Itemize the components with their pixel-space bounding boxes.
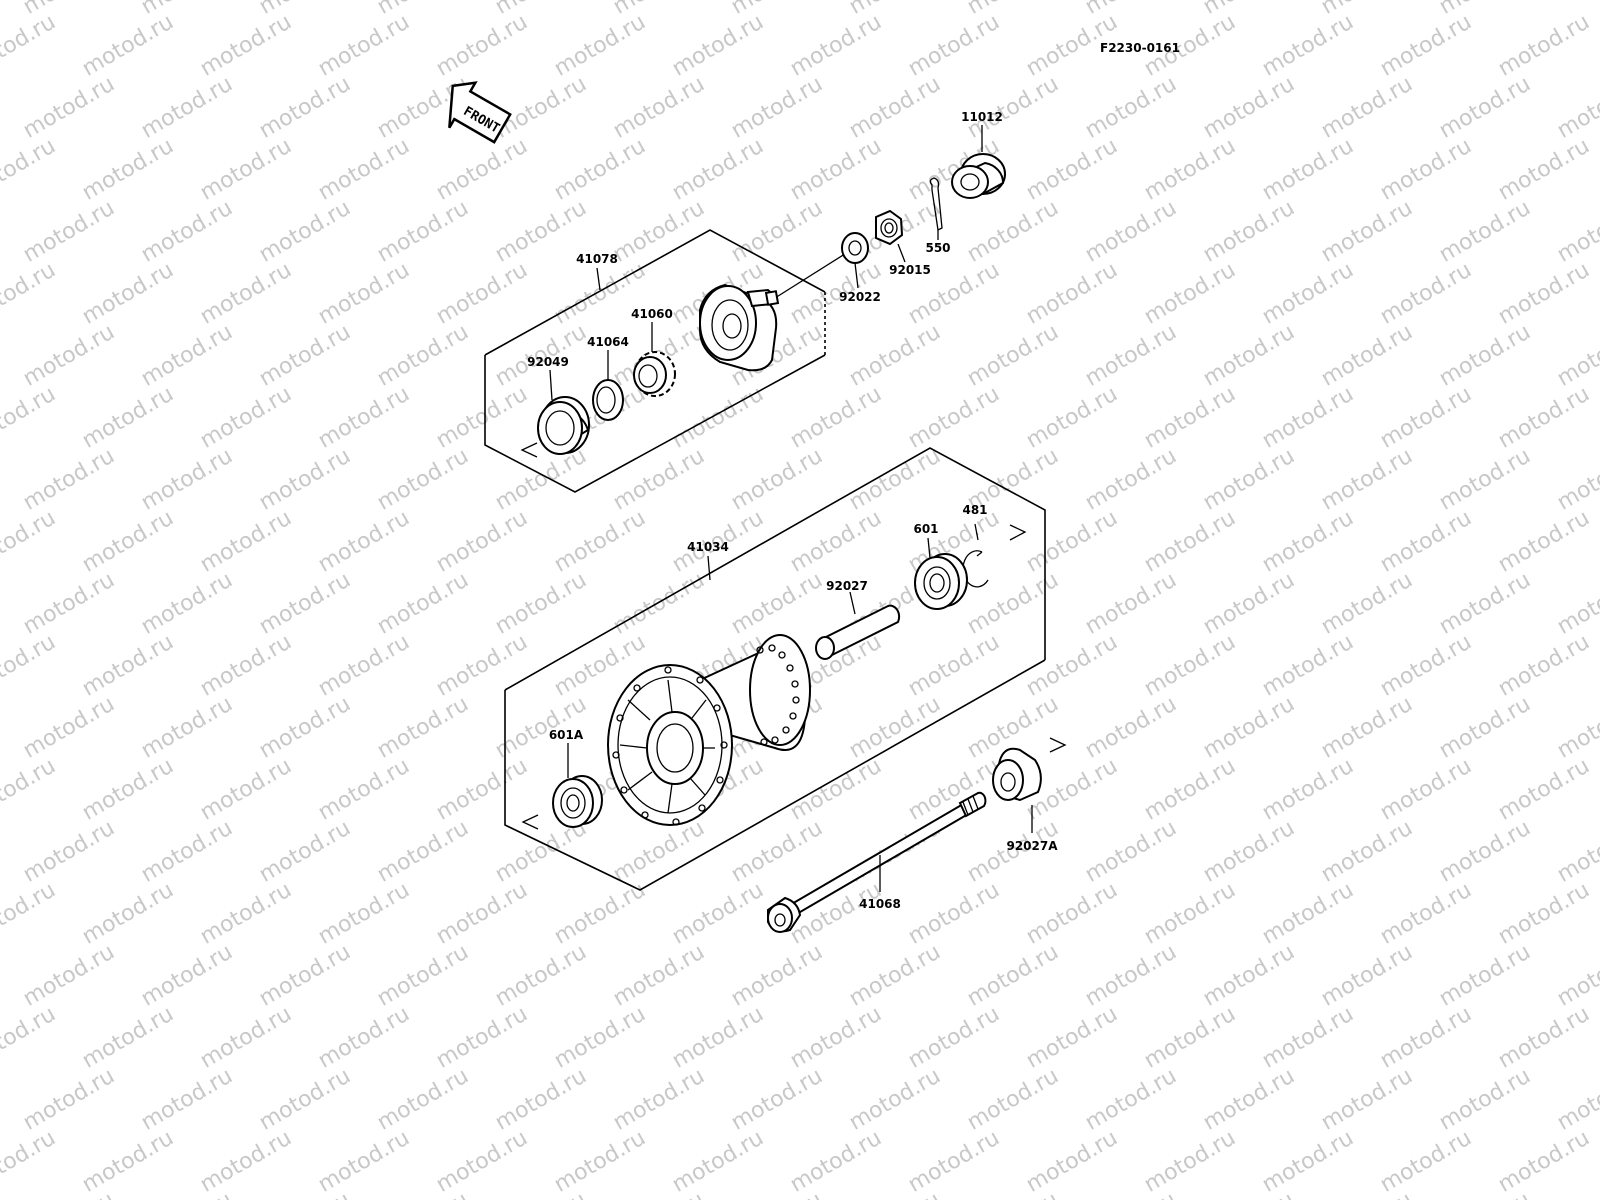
bearing-601 <box>914 553 968 610</box>
label-11012: 11012 <box>961 110 1003 124</box>
label-550: 550 <box>925 241 950 255</box>
ring-41064 <box>592 379 624 421</box>
label-601: 601 <box>913 522 938 536</box>
spacer-92027 <box>815 604 901 660</box>
gear-41060 <box>633 351 676 397</box>
label-41034: 41034 <box>687 540 729 554</box>
brake-panel-frame <box>484 229 826 493</box>
cotter-pin-550 <box>929 177 943 231</box>
wheel-hub-41034 <box>607 634 811 826</box>
label-481: 481 <box>962 503 987 517</box>
axle-41068 <box>767 791 987 933</box>
label-41078: 41078 <box>576 252 618 266</box>
hub-assembly-frame <box>504 447 1046 891</box>
label-601A: 601A <box>549 728 584 742</box>
collar-11012 <box>951 153 1006 199</box>
label-92049: 92049 <box>527 355 569 369</box>
washer-92022 <box>841 232 869 264</box>
bearing-601A <box>552 775 603 828</box>
label-92027A: 92027A <box>1006 839 1058 853</box>
label-92022: 92022 <box>839 290 881 304</box>
figure-code: F2230-0161 <box>1100 41 1180 55</box>
collar-92027A <box>992 747 1042 802</box>
label-41064: 41064 <box>587 335 629 349</box>
front-direction-arrow-icon: FRONT <box>448 81 512 144</box>
label-41068: 41068 <box>859 897 901 911</box>
label-41060: 41060 <box>631 307 673 321</box>
oil-seal-92049 <box>537 396 590 455</box>
label-92027: 92027 <box>826 579 868 593</box>
label-92015: 92015 <box>889 263 931 277</box>
speedometer-gear-housing <box>699 283 780 372</box>
nut-92015 <box>875 209 904 246</box>
